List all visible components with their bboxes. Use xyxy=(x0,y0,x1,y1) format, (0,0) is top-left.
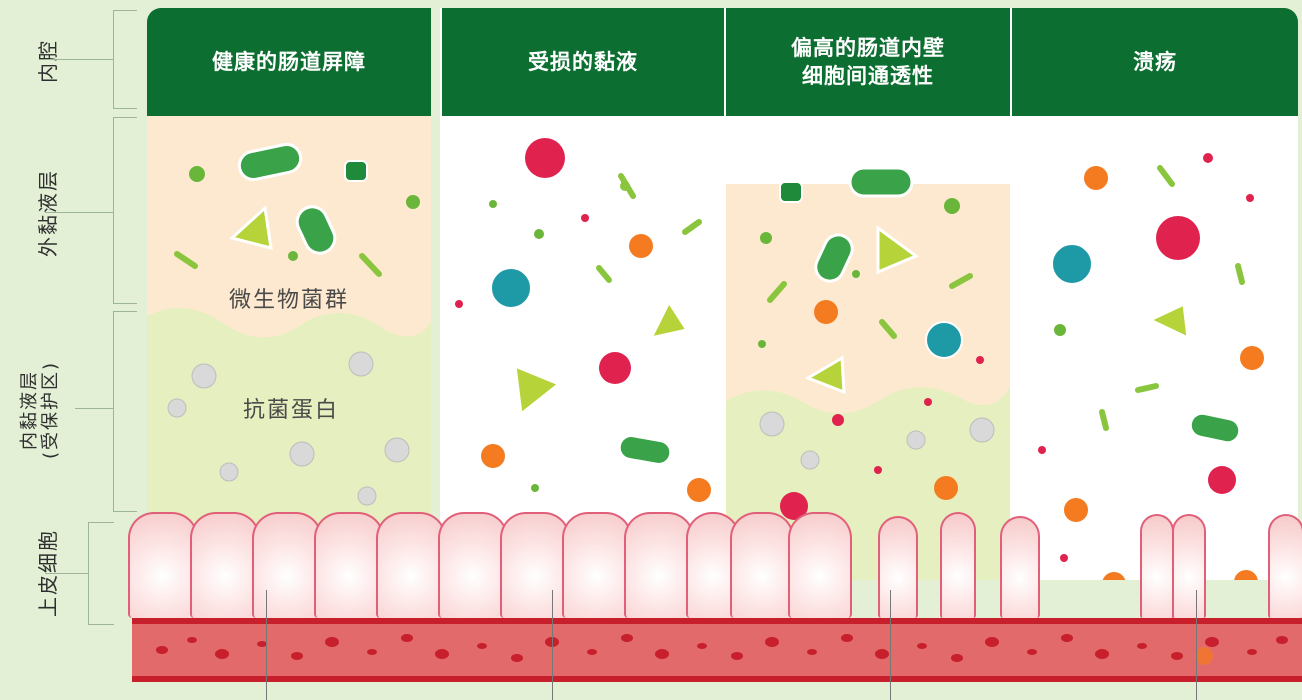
pointer-line xyxy=(266,590,267,700)
red-blood-cells xyxy=(132,624,1302,676)
pointer-line xyxy=(552,590,553,700)
epithelial-cell xyxy=(1172,514,1206,618)
epithelial-cell xyxy=(128,512,198,618)
epithelial-cell xyxy=(438,512,508,618)
epithelial-cell xyxy=(562,512,632,618)
epithelial-cell xyxy=(878,516,918,618)
epithelial-cell xyxy=(624,512,694,618)
blood-vessel xyxy=(132,618,1302,682)
epithelial-cell xyxy=(1140,514,1174,618)
epithelial-cell xyxy=(314,512,384,618)
epithelial-cell xyxy=(376,512,446,618)
pointer-line xyxy=(890,590,891,700)
epithelial-cell xyxy=(1000,516,1040,618)
epithelial-cell xyxy=(940,512,976,618)
epithelial-cell xyxy=(190,512,260,618)
epithelial-cell xyxy=(1268,514,1302,618)
pointer-line xyxy=(1196,590,1197,700)
epithelial-cell xyxy=(500,512,570,618)
epithelial-cell xyxy=(788,512,852,618)
epithelial-cell xyxy=(730,512,794,618)
epithelial-cell xyxy=(252,512,322,618)
